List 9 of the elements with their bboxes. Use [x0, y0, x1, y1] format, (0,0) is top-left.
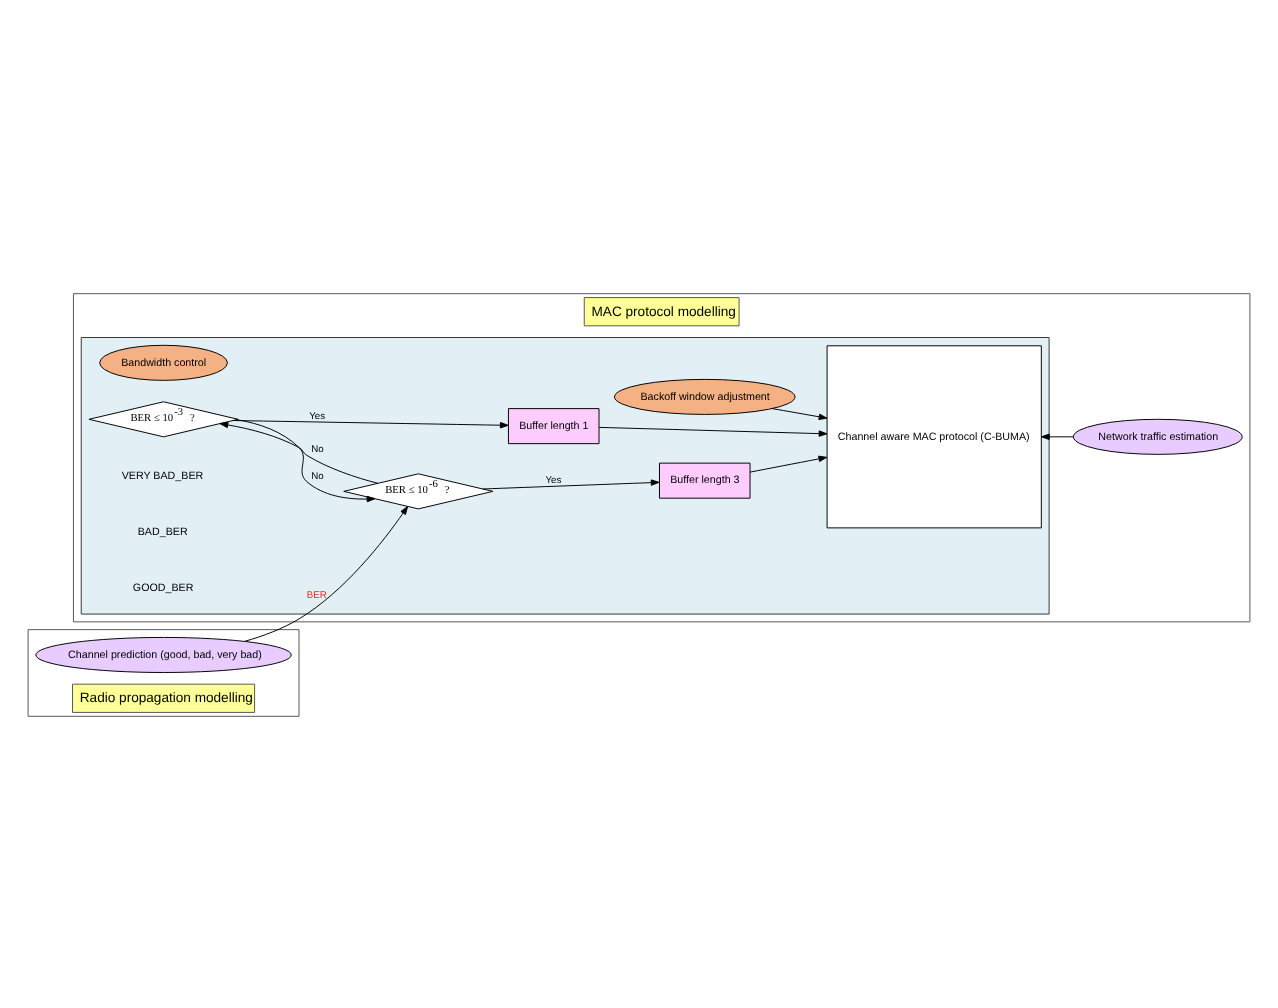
- arrow: [232, 419, 509, 428]
- arrow: [482, 478, 660, 489]
- arrow: [244, 505, 409, 641]
- arrow: [598, 425, 828, 436]
- arrow: [771, 407, 828, 419]
- arrow: [749, 454, 828, 472]
- arrow: [236, 418, 376, 502]
- arrow: [1040, 432, 1074, 440]
- arrow: [219, 420, 379, 483]
